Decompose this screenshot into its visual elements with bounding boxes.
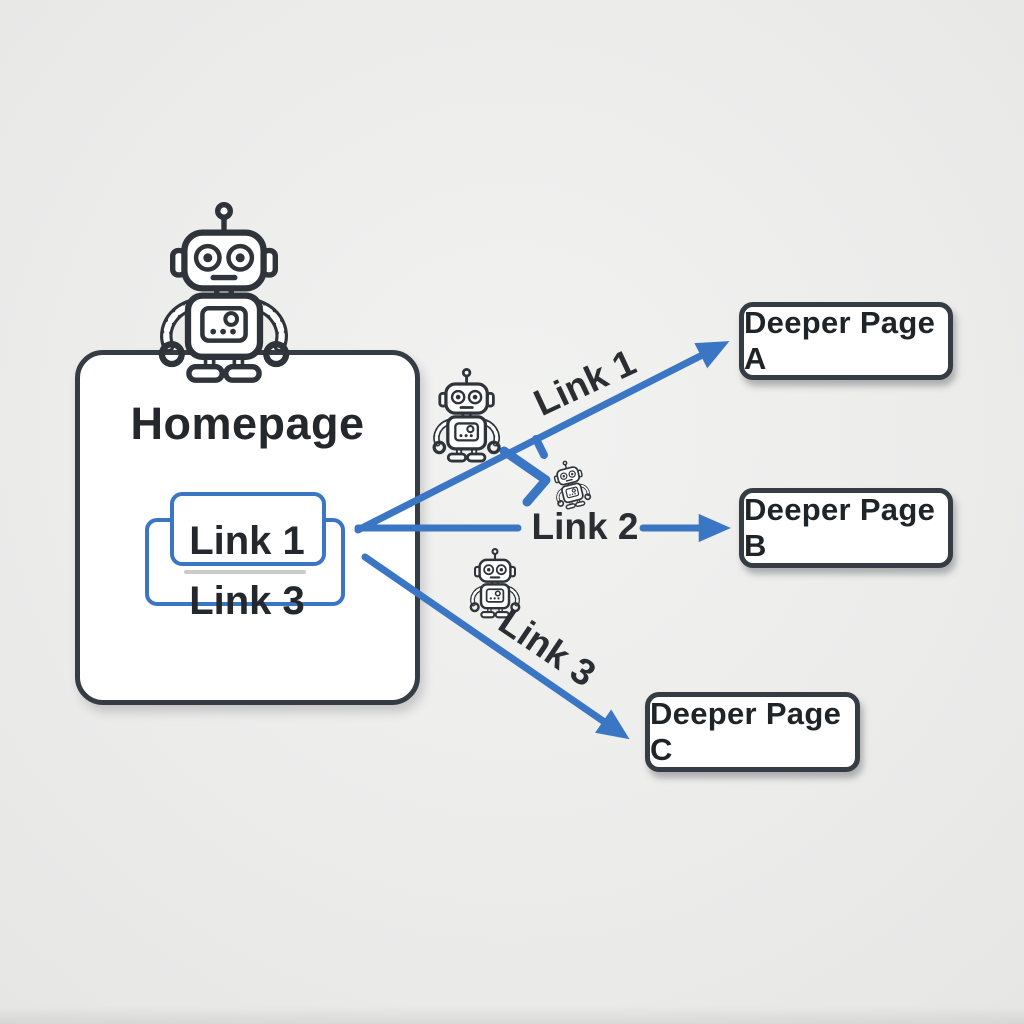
arrow-label-link1: Link 1 bbox=[527, 341, 642, 424]
link-card-front bbox=[170, 492, 326, 566]
homepage-link-1: Link 1 bbox=[189, 519, 305, 563]
homepage-link-3: Link 3 bbox=[189, 579, 305, 623]
chevron-pointer-icon bbox=[499, 446, 551, 507]
deeper-page-c-label: Deeper Page C bbox=[650, 696, 842, 767]
deeper-page-b-label: Deeper Page B bbox=[744, 492, 936, 563]
link-card-divider bbox=[184, 570, 306, 574]
crawler-robot-medium-icon bbox=[434, 369, 499, 461]
deeper-page-a-node: Deeper Page A bbox=[739, 302, 953, 380]
deeper-page-c-node: Deeper Page C bbox=[645, 692, 860, 772]
chevron-pointer-dash bbox=[532, 435, 548, 459]
arrow-label-link3: Link 3 bbox=[491, 600, 604, 695]
deeper-page-a-label: Deeper Page A bbox=[744, 305, 936, 376]
arrow-label-link2: Link 2 bbox=[531, 506, 639, 547]
homepage-title: Homepage bbox=[130, 398, 365, 449]
deeper-page-b-node: Deeper Page B bbox=[739, 488, 953, 568]
